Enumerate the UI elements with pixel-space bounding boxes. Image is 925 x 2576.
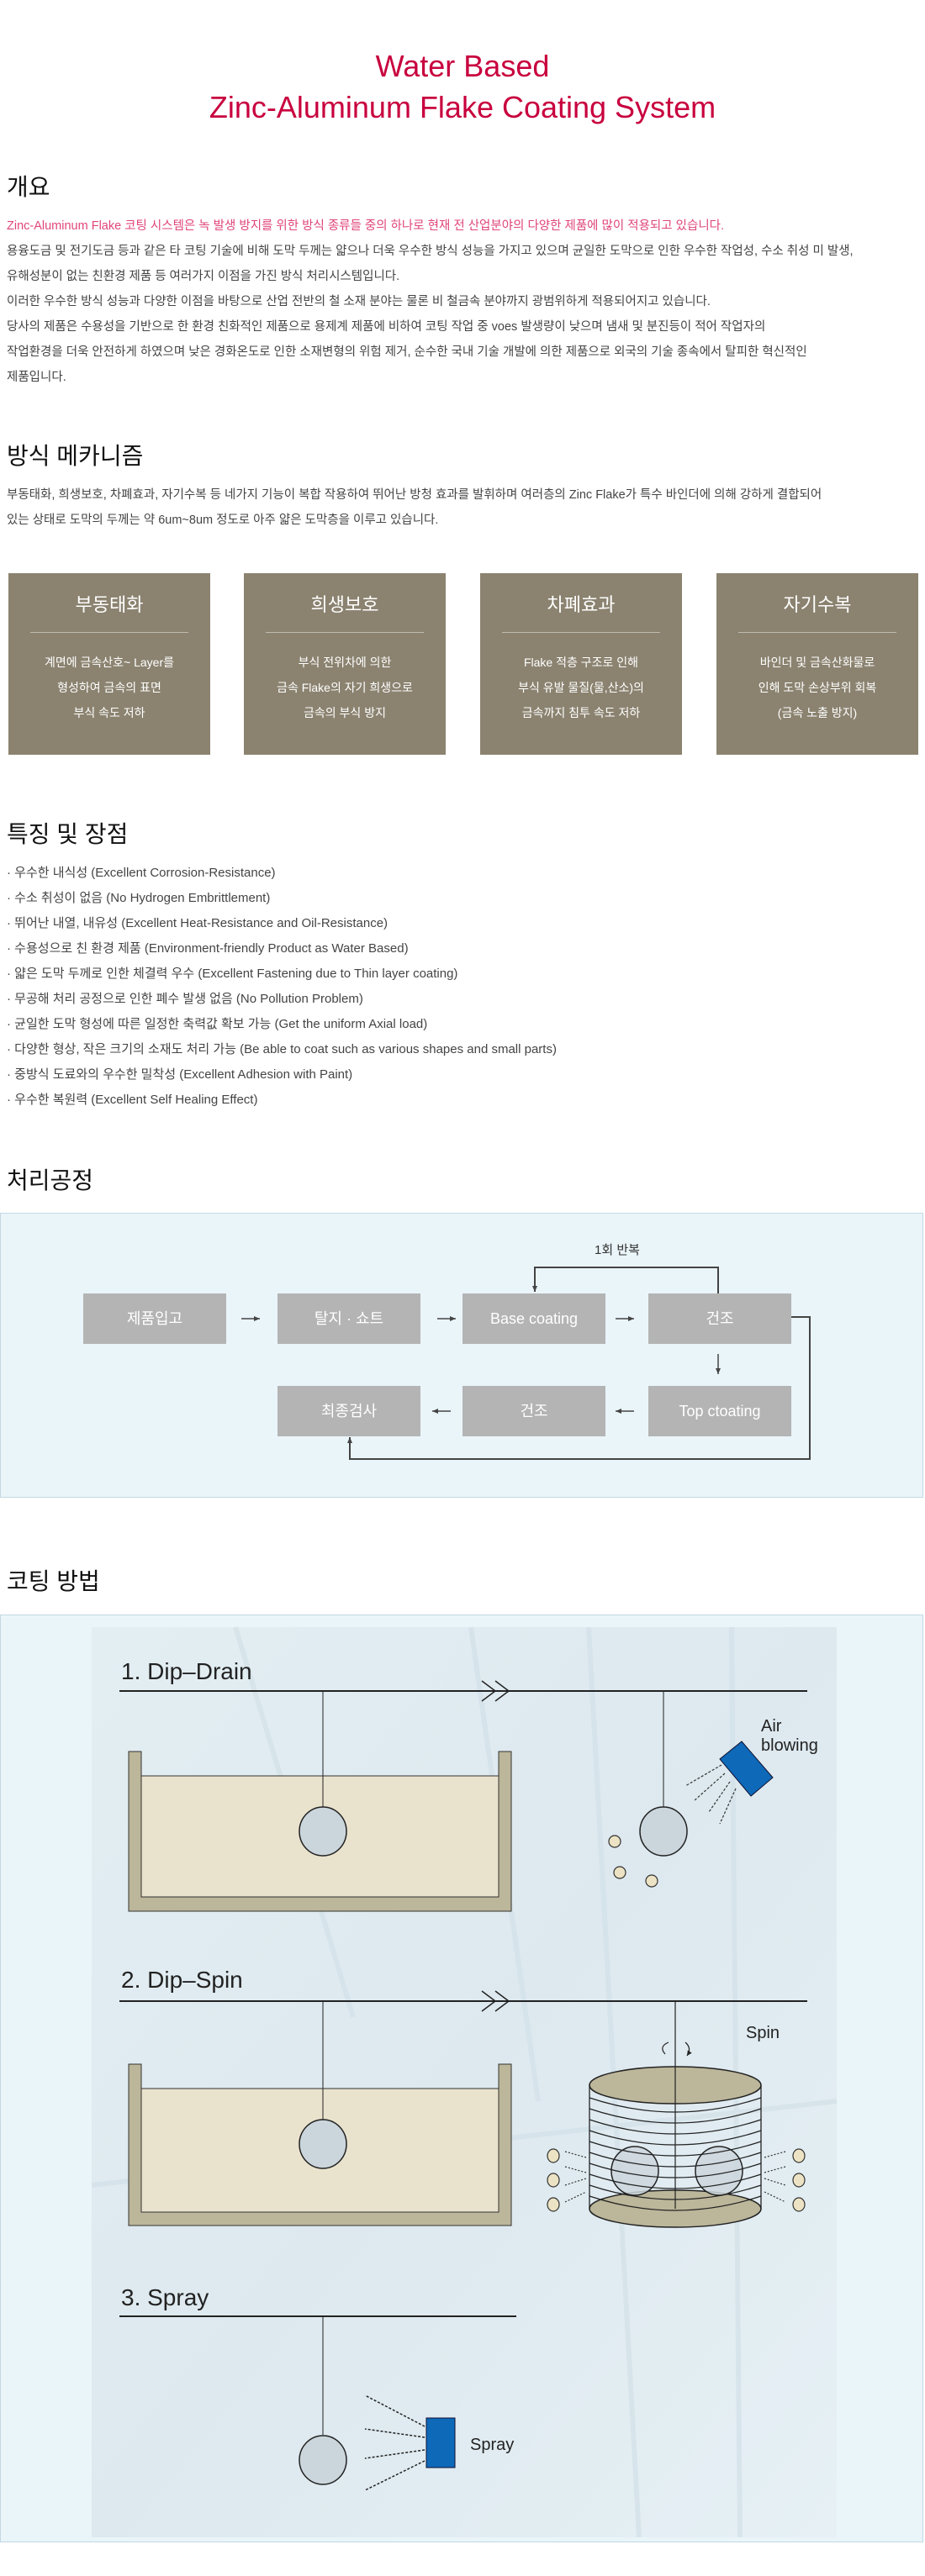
mechanism-heading: 방식 메카니즘 — [7, 443, 144, 469]
air-blower-nozzle — [719, 1741, 774, 1797]
mechanism-line: 부동태화, 희생보호, 차폐효과, 자기수복 등 네가지 기능이 복합 작용하여… — [7, 488, 822, 502]
mechanism-paragraph: 부동태화, 희생보호, 차폐효과, 자기수복 등 네가지 기능이 복합 작용하여… — [7, 482, 822, 533]
card-line: 부식 전위차에 의한 — [298, 656, 392, 669]
step-base-coating: Base coating — [462, 1293, 605, 1344]
air-label: Air — [761, 1717, 782, 1736]
overview-heading: 개요 — [7, 174, 50, 200]
process-heading: 처리공정 — [7, 1167, 94, 1193]
repeat-label: 1회 반복 — [595, 1243, 640, 1257]
card-line: Flake 적층 구조로 인해 — [523, 656, 639, 669]
drip-droplets — [608, 1835, 658, 1888]
blowing-label: blowing — [761, 1736, 818, 1755]
features-heading: 특징 및 장점 — [7, 821, 129, 847]
card-divider — [738, 632, 896, 633]
part — [299, 2435, 347, 2485]
step-drying-2: 건조 — [462, 1386, 605, 1436]
features-list: · 우수한 내식성 (Excellent Corrosion-Resistanc… — [7, 861, 557, 1113]
process-diagram: 1회 반복 제품입고 탈지 · 쇼트 Base coating 건조 Top c… — [0, 1213, 923, 1498]
method-title-dip-drain: 1. Dip–Drain — [121, 1658, 252, 1684]
spin-label: Spin — [746, 2024, 780, 2042]
mechanism-card-barrier: 차폐효과 Flake 적층 구조로 인해 부식 유발 물질(물,산소)의 금속까… — [480, 573, 682, 755]
overview-line: 용융도금 및 전기도금 등과 같은 타 코팅 기술에 비해 도막 두께는 얇으나… — [7, 245, 854, 258]
step-final-inspection: 최종검사 — [278, 1386, 420, 1436]
method-title-spray: 3. Spray — [121, 2284, 209, 2310]
card-divider — [266, 632, 424, 633]
overview-line: 이러한 우수한 방식 성능과 다양한 이점을 바탕으로 산업 전반의 철 소재 … — [7, 295, 711, 308]
card-line: 계면에 금속산호~ Layer를 — [44, 656, 174, 669]
overview-line: 제품입니다. — [7, 371, 66, 384]
feature-item: · 다양한 형상, 작은 크기의 소재도 처리 가능 (Be able to c… — [7, 1042, 557, 1056]
feature-item: · 수용성으로 친 환경 제품 (Environment-friendly Pr… — [7, 941, 409, 956]
spin-basket — [589, 2001, 762, 2228]
rotate-icon — [662, 2041, 690, 2056]
step-receiving: 제품입고 — [83, 1293, 226, 1344]
spray-diagram: 3. Spray Spray — [119, 2284, 516, 2491]
page-title: Water Based Zinc-Aluminum Flake Coating … — [0, 45, 925, 128]
step-top-coating: Top ctoating — [648, 1386, 791, 1436]
card-line: 금속까지 침투 속도 저하 — [521, 706, 641, 719]
card-title: 차폐효과 — [547, 594, 616, 615]
card-line: 형성하여 금속의 표면 — [57, 681, 161, 694]
dip-spin-diagram: 2. Dip–Spin Spin — [119, 1967, 807, 2228]
feature-item: · 우수한 내식성 (Excellent Corrosion-Resistanc… — [7, 866, 276, 880]
process-connectors — [241, 1267, 811, 1460]
feature-item: · 중방식 도료와의 우수한 밀착성 (Excellent Adhesion w… — [7, 1067, 353, 1082]
feature-item: · 뛰어난 내열, 내유성 (Excellent Heat-Resistance… — [7, 916, 388, 930]
method-title-dip-spin: 2. Dip–Spin — [121, 1967, 243, 1993]
conveyor-direction-icon — [481, 1990, 510, 2012]
spin-droplets — [547, 2148, 806, 2212]
spray-label: Spray — [470, 2436, 514, 2454]
page-title-line-2: Zinc-Aluminum Flake Coating System — [209, 90, 716, 124]
air-stream — [684, 1764, 737, 1825]
coating-liquid — [140, 1775, 500, 1898]
conveyor-direction-icon — [481, 1680, 510, 1702]
dip-drain-diagram: 1. Dip–Drain Air blowing — [119, 1658, 818, 1912]
spin-spray-lines — [564, 2151, 786, 2203]
page-title-line-1: Water Based — [375, 49, 550, 83]
feature-item: · 우수한 복원력 (Excellent Self Healing Effect… — [7, 1093, 258, 1107]
spray-stream — [364, 2394, 426, 2491]
feature-item: · 무공해 처리 공정으로 인한 폐수 발생 없음 (No Pollution … — [7, 992, 363, 1006]
spray-nozzle — [426, 2417, 456, 2468]
mechanism-card-self-healing: 자기수복 바인더 및 금속산화물로 인해 도막 손상부위 회복 (금속 노출 방… — [716, 573, 918, 755]
card-divider — [502, 632, 660, 633]
card-line: 금속의 부식 방지 — [304, 706, 386, 719]
feature-item: · 균일한 도막 형성에 따른 일정한 축력값 확보 가능 (Get the u… — [7, 1017, 428, 1031]
feature-item: · 얇은 도막 두께로 인한 체결력 우수 (Excellent Fasteni… — [7, 967, 458, 981]
skip-loop-arrow — [347, 1316, 811, 1460]
card-line: 인해 도막 손상부위 회복 — [758, 681, 877, 694]
mechanism-card-sacrificial: 희생보호 부식 전위차에 의한 금속 Flake의 자기 희생으로 금속의 부식… — [244, 573, 446, 755]
overview-highlight-line: Zinc-Aluminum Flake 코팅 시스템은 녹 발생 방지를 위한 … — [7, 219, 725, 233]
coating-diagram: 1. Dip–Drain Air blowing 2. Dip–Spin — [91, 1626, 838, 2538]
overview-line: 당사의 제품은 수용성을 기반으로 한 환경 친화적인 제품으로 용제계 제품에… — [7, 320, 766, 334]
part — [639, 1806, 688, 1857]
card-line: 바인더 및 금속산화물로 — [759, 656, 875, 669]
card-divider — [30, 632, 188, 633]
repeat-loop-arrow — [532, 1267, 719, 1293]
card-line: (금속 노출 방지) — [777, 706, 858, 719]
feature-item: · 수소 취성이 없음 (No Hydrogen Embrittlement) — [7, 891, 271, 905]
mechanism-card-passivation: 부동태화 계면에 금속산호~ Layer를 형성하여 금속의 표면 부식 속도 … — [8, 573, 210, 755]
step-degreasing-shot: 탈지 · 쇼트 — [278, 1293, 420, 1344]
card-line: 부식 속도 저하 — [73, 706, 145, 719]
mechanism-line: 있는 상태로 도막의 두께는 약 6um~8um 정도로 아주 얇은 도막층을 … — [7, 514, 439, 527]
coating-heading: 코팅 방법 — [7, 1568, 100, 1594]
card-title: 부동태화 — [75, 594, 144, 615]
overview-line: 작업환경을 더욱 안전하게 하였으며 낮은 경화온도로 인한 소재변형의 위험 … — [7, 345, 807, 359]
card-title: 자기수복 — [783, 594, 852, 615]
part — [299, 2119, 347, 2169]
overview-line: 유해성분이 없는 친환경 제품 등 여러가지 이점을 가진 방식 처리시스템입니… — [7, 270, 400, 283]
card-line: 금속 Flake의 자기 희생으로 — [277, 681, 413, 694]
card-line: 부식 유발 물질(물,산소)의 — [518, 681, 644, 694]
step-drying-1: 건조 — [648, 1293, 791, 1344]
card-title: 희생보호 — [310, 594, 379, 615]
part — [299, 1806, 347, 1857]
overview-paragraph: Zinc-Aluminum Flake 코팅 시스템은 녹 발생 방지를 위한 … — [7, 213, 854, 390]
